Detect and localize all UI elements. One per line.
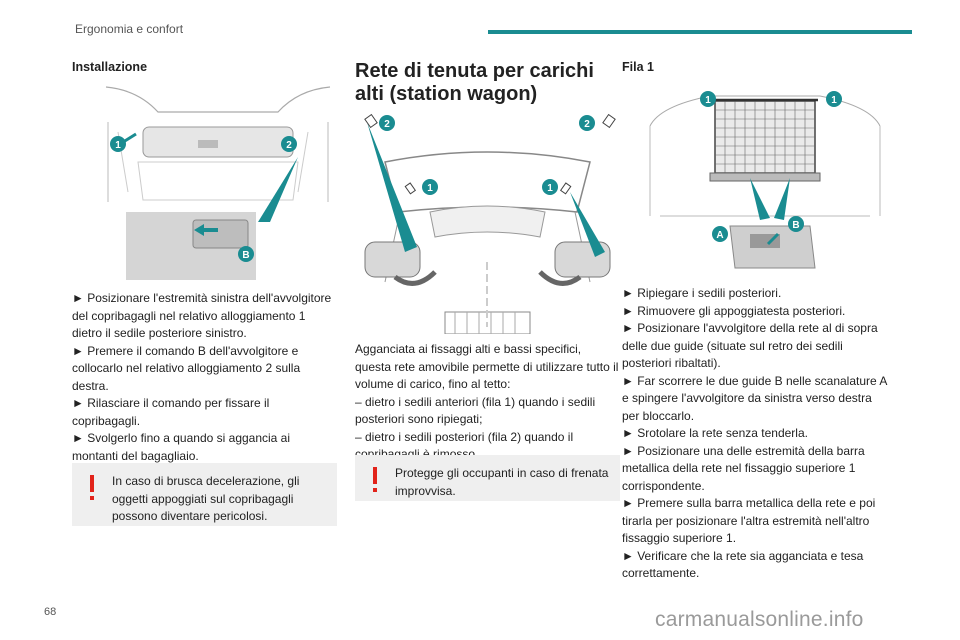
page-number: 68 — [44, 606, 57, 618]
illustration-cargo-net-anchors: 2 2 1 1 — [355, 112, 620, 334]
illustration-cargo-cover-installation: 1 2 B — [98, 82, 338, 282]
row-1-steps: ► Ripiegare i sedili posteriori. ► Rimuo… — [622, 285, 892, 583]
step: ► Ripiegare i sedili posteriori. — [622, 286, 782, 300]
callout-1-left: 1 — [705, 95, 711, 106]
callout-2: 2 — [286, 140, 292, 151]
list-item: – dietro i sedili anteriori (fila 1) qua… — [355, 394, 596, 427]
callout-1: 1 — [115, 140, 121, 151]
warning-exclamation-icon — [90, 475, 94, 500]
cargo-net-description: Agganciata ai fissaggi alti e bassi spec… — [355, 341, 620, 464]
heading-fila-1: Fila 1 — [622, 60, 654, 74]
warning-exclamation-icon — [373, 467, 377, 492]
step: ► Far scorrere le due guide B nelle scan… — [622, 373, 887, 423]
callout-A: A — [716, 230, 723, 241]
cargo-net — [709, 98, 821, 182]
step: ► Srotolare la rete senza tenderla. — [622, 426, 808, 440]
heading-rete-di-tenuta: Rete di tenuta per carichi alti (station… — [355, 60, 594, 105]
warning-text: In caso di brusca decelerazione, gli ogg… — [112, 474, 300, 523]
step: ► Rimuovere gli appoggiatesta posteriori… — [622, 303, 846, 318]
installation-steps: ► Posizionare l'estremità sinistra dell'… — [72, 290, 337, 465]
step: ► Svolgerlo fino a quando si aggancia ai… — [72, 431, 291, 463]
callout-1-right: 1 — [831, 95, 837, 106]
step: ► Posizionare l'avvolgitore della rete a… — [622, 321, 878, 370]
section-title: Ergonomia e confort — [75, 22, 184, 36]
watermark: carmanualsonline.info — [655, 608, 864, 631]
step: ► Verificare che la rete sia agganciata … — [622, 548, 864, 581]
step: ► Premere il comando B dell'avvolgitore … — [72, 343, 301, 393]
callout-1-right: 1 — [547, 183, 553, 194]
warning-box-col2: Protegge gli occupanti in caso di frenat… — [355, 455, 620, 501]
heading-installazione: Installazione — [72, 60, 148, 74]
header-accent-bar — [488, 30, 912, 34]
callout-B: B — [792, 220, 799, 231]
step: ► Posizionare una delle estremità della … — [622, 443, 865, 493]
step: ► Rilasciare il comando per fissare il c… — [72, 396, 270, 428]
illustration-net-row-1: 1 1 A B — [640, 86, 890, 274]
callout-2-right: 2 — [584, 119, 590, 130]
callout-1-left: 1 — [427, 183, 433, 194]
warning-box-col1: In caso di brusca decelerazione, gli ogg… — [72, 463, 337, 526]
callout-2-left: 2 — [384, 119, 390, 130]
intro-text: Agganciata ai fissaggi alti e bassi spec… — [355, 342, 619, 391]
step: ► Premere sulla barra metallica della re… — [622, 496, 876, 545]
warning-text: Protegge gli occupanti in caso di frenat… — [395, 466, 609, 498]
callout-B: B — [242, 250, 249, 261]
step: ► Posizionare l'estremità sinistra dell'… — [72, 291, 332, 340]
